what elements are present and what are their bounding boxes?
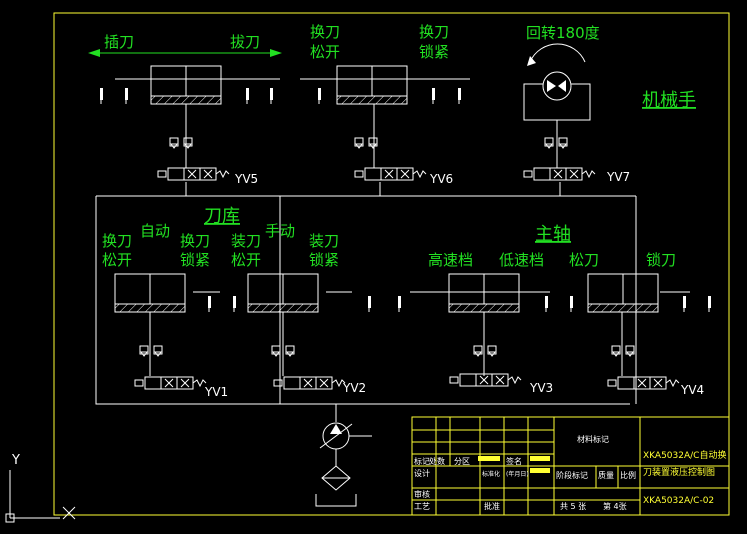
tb-count: 处数 — [429, 456, 445, 466]
tb-sheet-no: 第 4张 — [603, 501, 627, 511]
label-mag-change-release-2: 松开 — [102, 251, 132, 269]
tb-stage-mark: 阶段标记 — [556, 470, 588, 480]
cylinder-spindle-clamp — [587, 273, 659, 313]
label-mag-change-clamp-1: 换刀 — [180, 232, 210, 250]
label-auto: 自动 — [140, 222, 170, 240]
cylinder-spindle-speed — [448, 273, 520, 313]
label-insert: 插刀 — [104, 33, 134, 51]
title-block — [411, 416, 730, 516]
tb-design: 设计 — [414, 468, 430, 478]
tb-zone: 分区 — [454, 457, 470, 466]
label-change-release-2: 松开 — [310, 43, 340, 61]
axis-label-y: Y — [11, 453, 20, 468]
label-low-speed: 低速档 — [499, 251, 544, 269]
tb-title-line2: 刀装置液压控制图 — [643, 466, 715, 478]
label-change-clamp-1: 换刀 — [419, 23, 449, 41]
cylinder-magazine-manual — [247, 273, 319, 313]
valve-tag-yv3: YV3 — [529, 381, 553, 395]
label-rotate: 回转180度 — [526, 24, 600, 42]
tb-date: (年月日) — [506, 470, 529, 478]
pump-symbol — [315, 422, 372, 507]
tb-title-line1: XKA5032A/C自动换 — [643, 449, 726, 461]
label-mag-change-release-1: 换刀 — [102, 232, 132, 250]
label-load-release-2: 松开 — [231, 251, 261, 269]
label-clamp: 锁刀 — [646, 251, 676, 269]
label-spindle: 主轴 — [535, 224, 571, 245]
tb-mark: 标记 — [414, 456, 430, 466]
cylinder-magazine-auto — [114, 273, 186, 313]
tb-weight: 质量 — [598, 470, 614, 480]
label-load-clamp-1: 装刀 — [309, 232, 339, 250]
cylinder-manipulator-insert — [150, 65, 222, 105]
label-load-release-1: 装刀 — [231, 232, 261, 250]
label-load-clamp-2: 锁紧 — [309, 251, 339, 269]
label-extract: 拔刀 — [230, 33, 260, 51]
label-release: 松刀 — [569, 251, 599, 269]
tb-scale: 比例 — [620, 470, 636, 480]
valve-tag-yv5: YV5 — [234, 172, 258, 186]
label-manual: 手动 — [265, 222, 295, 240]
label-change-clamp-2: 锁紧 — [419, 43, 449, 61]
tb-drawing-no: XKA5032A/C-02 — [643, 496, 714, 506]
ucs-axis-icon — [5, 470, 76, 523]
valve-tag-yv7: YV7 — [606, 170, 630, 184]
drawing-frame — [53, 12, 730, 516]
label-change-release-1: 换刀 — [310, 23, 340, 41]
valve-tag-yv2: YV2 — [342, 381, 366, 395]
valve-tag-yv6: YV6 — [429, 172, 453, 186]
label-magazine: 刀库 — [204, 206, 240, 227]
tb-material-mark: 材料标记 — [577, 434, 609, 444]
label-manipulator: 机械手 — [642, 90, 696, 111]
tb-approve: 批准 — [484, 501, 500, 511]
label-high-speed: 高速档 — [428, 251, 473, 269]
cylinder-change-release — [336, 65, 408, 105]
tb-process: 工艺 — [414, 502, 430, 511]
rotary-actuator — [523, 43, 591, 121]
label-mag-change-clamp-2: 锁紧 — [180, 251, 210, 269]
valve-tag-yv4: YV4 — [680, 383, 704, 397]
tb-sign: 签名 — [506, 456, 522, 466]
tb-total-sheets: 共 5 张 — [560, 502, 586, 511]
tb-standardize: 标准化 — [482, 470, 500, 478]
tb-review: 审核 — [414, 489, 430, 499]
valve-tag-yv1: YV1 — [204, 385, 228, 399]
